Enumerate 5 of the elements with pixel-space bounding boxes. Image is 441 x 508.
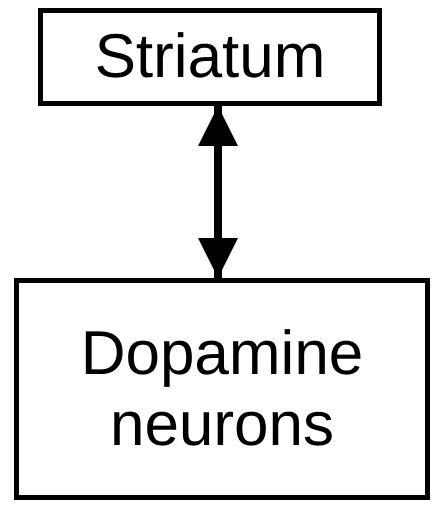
node-label: Striatum <box>94 21 326 93</box>
process-box <box>38 8 382 106</box>
node-label: Dopamine neurons <box>80 318 364 460</box>
process-box <box>14 278 430 500</box>
double-arrow <box>198 106 238 278</box>
